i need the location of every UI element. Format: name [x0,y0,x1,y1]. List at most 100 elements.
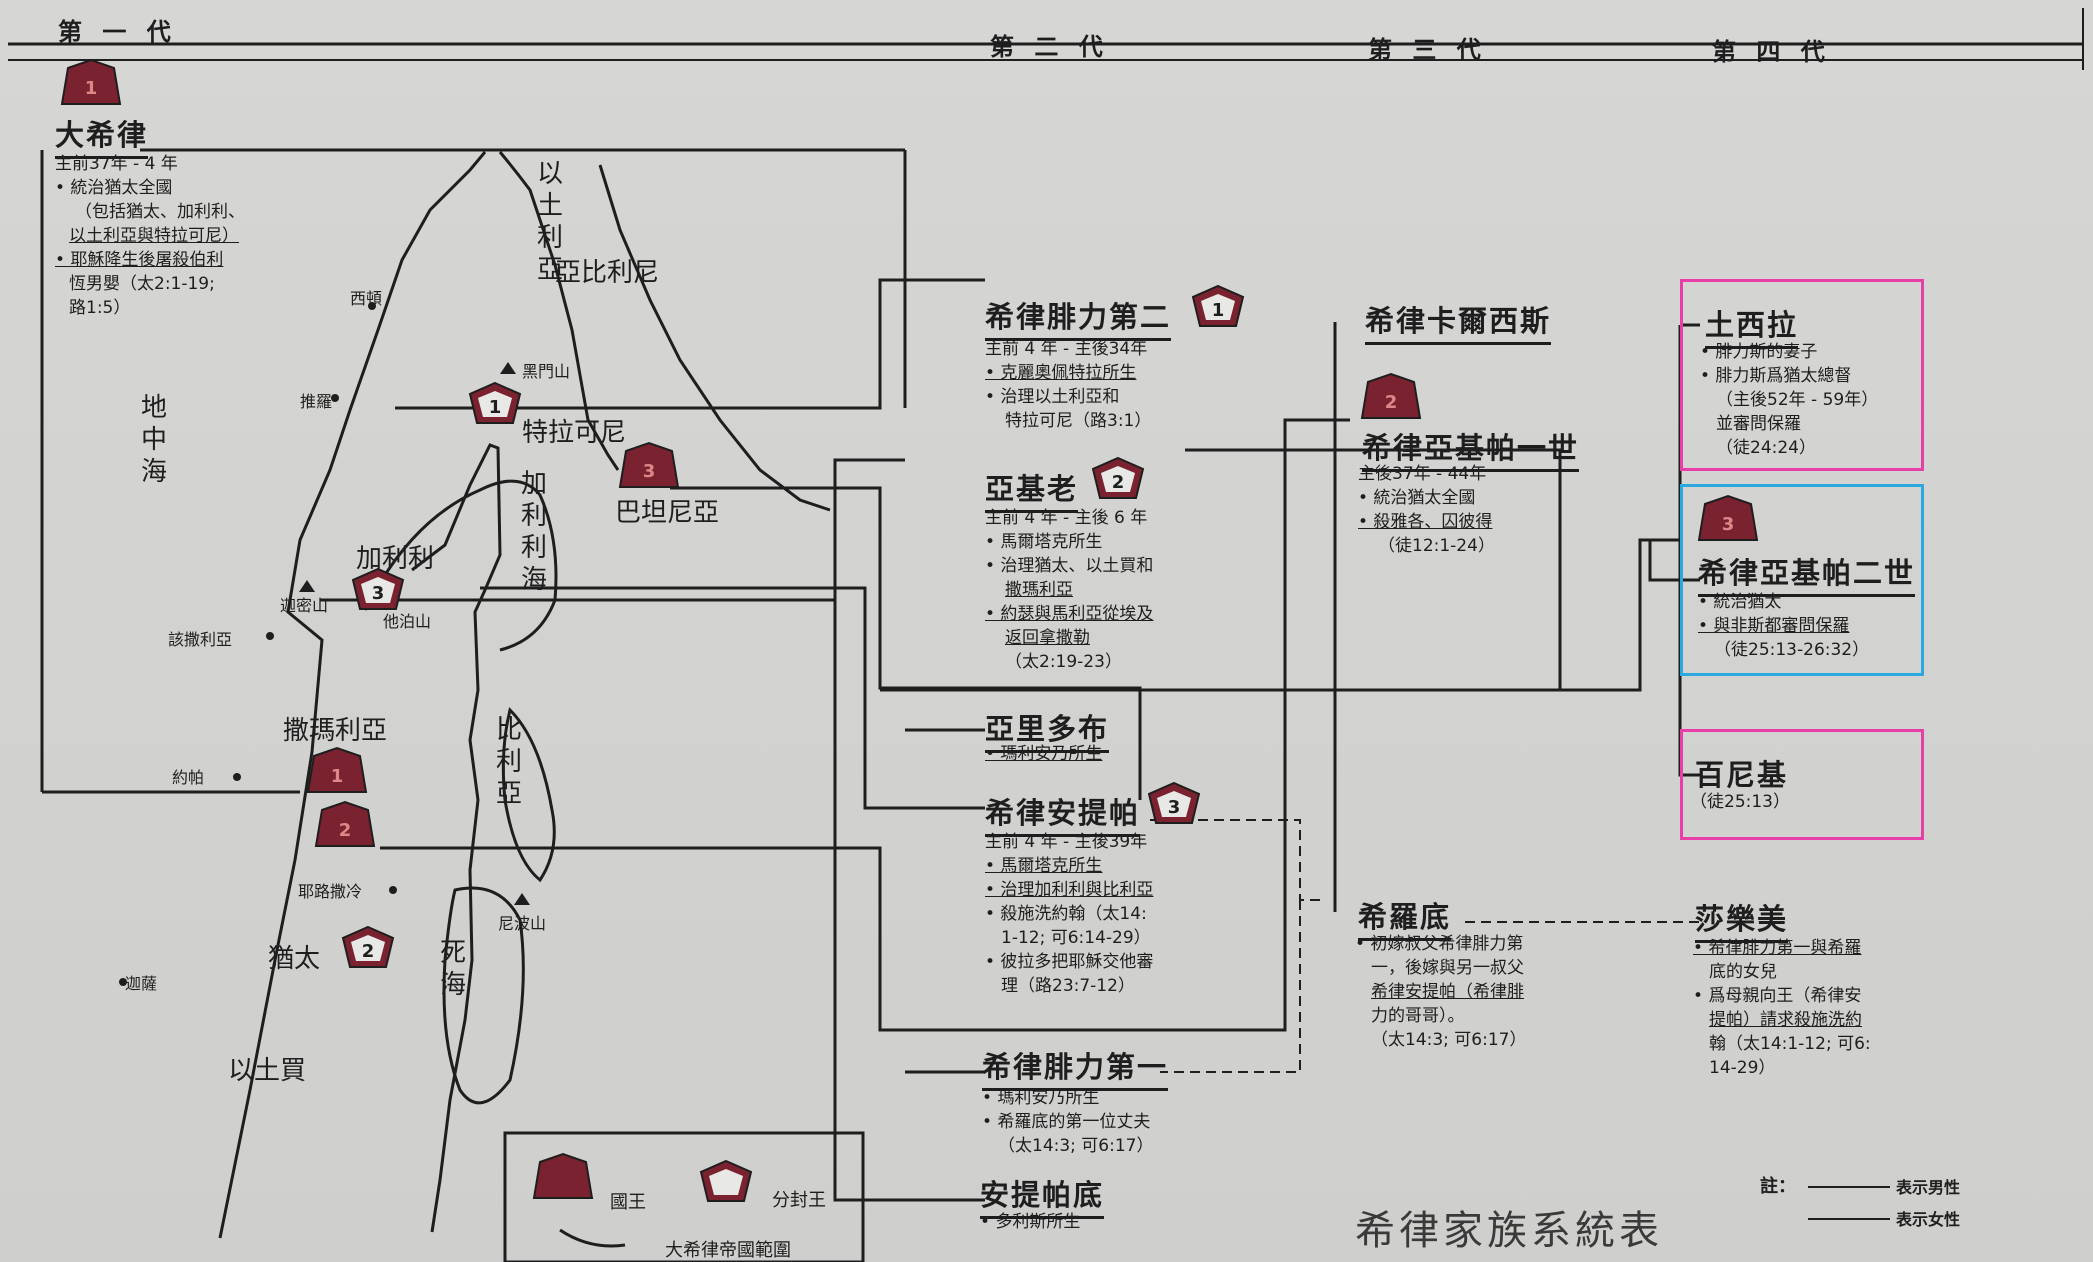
detail-line: （太14:3; 可6:17） [1371,1030,1527,1050]
herodias-details: • 初嫁叔父希律腓力第 一，後嫁與另一叔父 希律安提帕（希律腓 力的哥哥）。 （… [1355,932,1526,1052]
generation-3-header: 第 三 代 [1368,36,1487,64]
region-mediterranean: 地中海 [140,393,167,487]
detail-line: 翰（太14:1-12; 可6: [1709,1034,1871,1054]
king-badge-number: 2 [1385,392,1398,413]
bernice-highlight-box [1680,729,1924,840]
map-badge-number: 3 [643,461,656,482]
detail-line: 路1:5） [69,298,131,318]
detail-line: 以土利亞與特拉可尼） [69,226,239,246]
detail-line: • 馬爾塔克所生 [985,856,1103,876]
detail-line: • 殺施洗約翰（太14: [985,904,1147,924]
place-caesarea: 該撒利亞 [168,630,233,649]
region-sea-of-galilee: 加利利海 [520,469,547,595]
map-tetrarch-badge-2-icon: 2 [341,925,395,968]
place-sidon: 西頓 [350,289,383,308]
drusilla-highlight-box [1680,279,1924,471]
map-king-badge-3-icon: 3 [618,441,680,488]
region-samaria: 撒瑪利亞 [283,716,388,746]
aristobulus-details: • 瑪利安乃所生 [985,742,1102,766]
legend-frame [503,1131,865,1262]
detail-line: （徒24:24） [1716,438,1816,458]
detail-line: • 與非斯都審問保羅 [1698,616,1850,636]
note-male: 表示男性 [1896,1178,1961,1197]
detail-line: 理（路23:7-12） [1001,976,1135,996]
detail-line: • 治理猶太、以土買和 [985,556,1154,576]
detail-line: • 腓力斯的妻子 [1700,342,1818,362]
detail-line: • 多利斯所生 [980,1212,1081,1232]
detail-line: 力的哥哥）。 [1371,1006,1465,1026]
herod-agrippa-i-details: 主後37年 - 44年 • 統治猶太全國 • 殺雅各、囚彼得 （徒12:1-24… [1358,462,1495,558]
place-jerusalem: 耶路撒冷 [298,882,363,901]
drusilla-name: 土西拉 [1705,302,1799,349]
detail-line: 1-12; 可6:14-29） [1001,928,1151,948]
detail-line: 主前 4 年 - 主後 6 年 [985,508,1148,528]
detail-line: （徒25:13-26:32） [1714,640,1870,660]
tetrarch-badge-number: 2 [1112,472,1125,493]
map-badge-number: 2 [362,941,375,962]
herod-agrippa-ii-details: • 統治猶太 • 與非斯都審問保羅 （徒25:13-26:32） [1698,590,1869,662]
map-badge-number: 2 [339,820,352,841]
note-female: 表示女性 [1896,1210,1961,1229]
bernice-name: 百尼基 [1695,758,1789,792]
map-badge-number: 1 [489,397,502,418]
detail-line: • 統治猶太全國 [1358,488,1476,508]
herod-chalcis-name: 希律卡爾西斯 [1365,298,1552,345]
place-tyre: 推羅 [300,392,333,411]
detail-line: • 統治猶太 [1698,592,1782,612]
herod-the-great-name: 大希律 [55,112,149,159]
map-king-badge-1-icon: 1 [306,746,368,793]
mountain-icons [299,362,530,905]
king-badge-number: 1 [85,78,98,99]
detail-line: • 治理加利利與比利亞 [985,880,1154,900]
detail-line: （包括猶太、加利利、 [75,202,245,222]
king-badge-number: 3 [1722,514,1735,535]
city-dots [119,302,397,986]
region-abilene: 亞比利尼 [555,258,660,288]
king-badge-agrippa1-icon: 2 [1360,372,1422,419]
detail-line: • 瑪利安乃所生 [982,1088,1100,1108]
generation-2-header: 第 二 代 [990,33,1109,61]
salome-name: 莎樂美 [1695,896,1789,943]
tetrarch-badge-number: 1 [1212,300,1225,321]
antipater-name: 安提帕底 [980,1172,1105,1219]
map-tetrarch-badge-1-icon: 1 [468,381,522,424]
detail-line: • 初嫁叔父希律腓力第 [1355,934,1524,954]
herod-agrippa-i-name: 希律亞基帕一世 [1362,425,1580,472]
map-tetrarch-badge-3-icon: 3 [351,567,405,610]
place-mt-hermon: 黑門山 [522,362,571,381]
detail-line: • 希羅底的第一位丈夫 [982,1112,1151,1132]
detail-line: 主前 4 年 - 主後39年 [985,832,1148,852]
region-trachonitis: 特拉可尼 [522,418,627,448]
male-line-sample [1808,1186,1890,1188]
drusilla-details: • 腓力斯的妻子 • 腓力斯爲猶太總督 （主後52年 - 59年） 並審問保羅 … [1700,340,1878,460]
tetrarch-badge-philip2-icon: 1 [1191,284,1245,327]
king-badge-agrippa2-icon: 3 [1697,494,1759,541]
place-gaza: 迦薩 [125,974,158,993]
detail-line: • 約瑟與馬利亞從埃及 [985,604,1154,624]
king-badge-gen1-icon: 1 [60,58,122,105]
detail-line: （太14:3; 可6:17） [998,1136,1154,1156]
legend-king-icon [532,1152,594,1199]
detail-line: （太2:19-23） [1005,652,1122,672]
herod-agrippa-ii-name: 希律亞基帕二世 [1698,550,1916,597]
detail-line: 14-29） [1709,1058,1776,1078]
detail-line: （主後52年 - 59年） [1716,390,1879,410]
detail-line: 主後37年 - 44年 [1358,464,1487,484]
detail-line: • 治理以土利亞和 [985,387,1120,407]
place-mt-nebo: 尼波山 [498,914,547,933]
generation-1-header: 第 一 代 [58,18,177,46]
map-badge-number: 1 [331,766,344,787]
detail-line: （徒12:1-24） [1378,536,1495,556]
female-lines [1150,819,1700,1073]
herod-the-great-details: 主前37年 - 4 年 • 統治猶太全國 （包括猶太、加利利、 以土利亞與特拉可… [55,152,245,320]
region-idumea-ituraea: 以土利亞 [536,159,563,285]
archelaus-details: 主前 4 年 - 主後 6 年 • 馬爾塔克所生 • 治理猶太、以土買和 撒瑪利… [985,506,1153,674]
female-line-sample [1808,1218,1890,1220]
detail-line: • 腓力斯爲猶太總督 [1700,366,1852,386]
detail-line: • 瑪利安乃所生 [985,744,1103,764]
detail-line: • 彼拉多把耶穌交他審 [985,952,1154,972]
note-label: 註： [1760,1176,1796,1197]
tetrarch-badge-number: 3 [1168,797,1181,818]
